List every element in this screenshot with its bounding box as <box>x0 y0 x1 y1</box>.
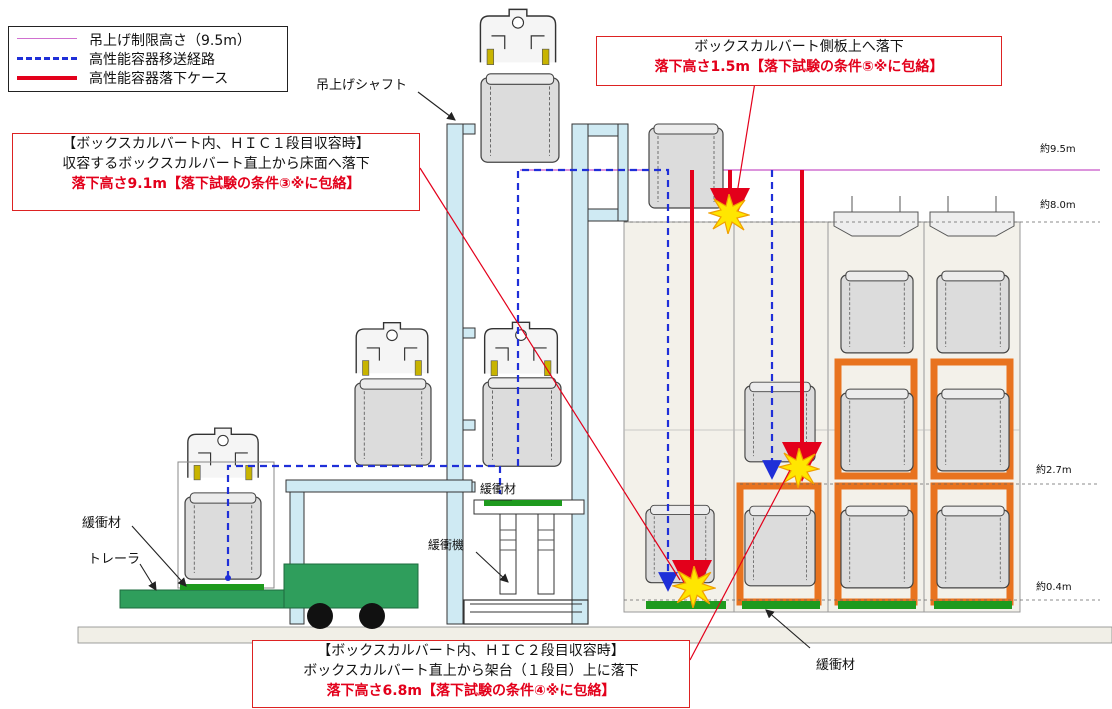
container <box>184 492 262 580</box>
shaft-label: 吊上げシャフト <box>316 78 408 93</box>
legend-item-limit: 吊上げ制限高さ（9.5m） <box>9 29 287 49</box>
container <box>936 388 1010 472</box>
culvert-lid <box>929 211 1015 237</box>
callout-line: 収容するボックスカルバート直上から床面へ落下 <box>62 156 370 172</box>
legend: 吊上げ制限高さ（9.5m） 高性能容器移送経路 高性能容器落下ケース <box>8 26 288 92</box>
hoist <box>187 427 259 481</box>
callout-line: ボックスカルバート側板上へ落下 <box>694 39 904 55</box>
container <box>936 270 1010 354</box>
callout-line: 【ボックスカルバート内、ＨＩＣ１段目収容時】 <box>62 136 370 152</box>
callout-line: ボックスカルバート直上から架台（１段目）上に落下 <box>303 663 639 679</box>
legend-item-route: 高性能容器移送経路 <box>9 48 287 68</box>
container <box>744 381 816 463</box>
container <box>840 270 914 354</box>
bottom-cushion-label: 緩衝材 <box>816 658 856 673</box>
cushion-label: 緩衝材 <box>82 516 122 531</box>
level-label-8-0: 約8.0m <box>1040 200 1076 211</box>
cushion-pad <box>838 601 916 609</box>
legend-item-drop: 高性能容器落下ケース <box>9 67 287 87</box>
container <box>936 505 1010 589</box>
legend-label: 吊上げ制限高さ（9.5m） <box>89 33 251 49</box>
hoist <box>355 321 429 377</box>
container <box>480 73 560 163</box>
stack-frame <box>930 358 1014 480</box>
callout-line: 【ボックスカルバート内、ＨＩＣ２段目収容時】 <box>317 643 625 659</box>
container <box>354 378 432 466</box>
lift-shaft <box>446 123 629 625</box>
container <box>840 505 914 589</box>
callout-drop-height: 落下高さ1.5m【落下試験の条件⑤※に包絡】 <box>654 59 944 75</box>
legend-label: 高性能容器落下ケース <box>89 71 229 87</box>
container <box>645 504 715 584</box>
pointer-arrows <box>131 91 811 649</box>
transfer-bridge <box>285 479 473 493</box>
lift-cushion-label: 緩衝材 <box>480 482 517 496</box>
leader-lines <box>419 81 791 661</box>
hoist <box>479 8 557 66</box>
container <box>482 377 562 467</box>
callout-first-tier: 【ボックスカルバート内、ＨＩＣ１段目収容時】 収容するボックスカルバート直上から… <box>12 133 420 211</box>
cushion-pad <box>742 601 820 609</box>
legend-label: 高性能容器移送経路 <box>89 52 215 68</box>
level-label-0-4: 約0.4m <box>1036 582 1072 593</box>
shock-absorber-label: 緩衝機 <box>428 538 465 552</box>
cushion-pad <box>934 601 1012 609</box>
callout-drop-height: 落下高さ9.1m【落下試験の条件③※に包絡】 <box>71 176 361 192</box>
cushion-pad <box>646 601 726 609</box>
stack-frame <box>834 358 918 480</box>
trailer <box>119 563 419 629</box>
callout-second-tier: 【ボックスカルバート内、ＨＩＣ２段目収容時】 ボックスカルバート直上から架台（１… <box>252 640 690 708</box>
callout-drop-height: 落下高さ6.8m【落下試験の条件④※に包絡】 <box>326 683 616 699</box>
cushion-group <box>646 601 1012 609</box>
lift-platform <box>473 499 585 595</box>
impact-burst <box>708 194 750 234</box>
callout-side-plate-drop: ボックスカルバート側板上へ落下 落下高さ1.5m【落下試験の条件⑤※に包絡】 <box>596 36 1002 86</box>
transfer-route <box>226 168 782 592</box>
trailer-label: トレーラ <box>88 552 141 567</box>
level-label-9-5: 約9.5m <box>1040 144 1076 155</box>
container <box>840 388 914 472</box>
container <box>648 123 724 209</box>
level-label-2-7: 約2.7m <box>1036 465 1072 476</box>
culvert-lid <box>833 211 919 237</box>
container <box>744 505 816 587</box>
